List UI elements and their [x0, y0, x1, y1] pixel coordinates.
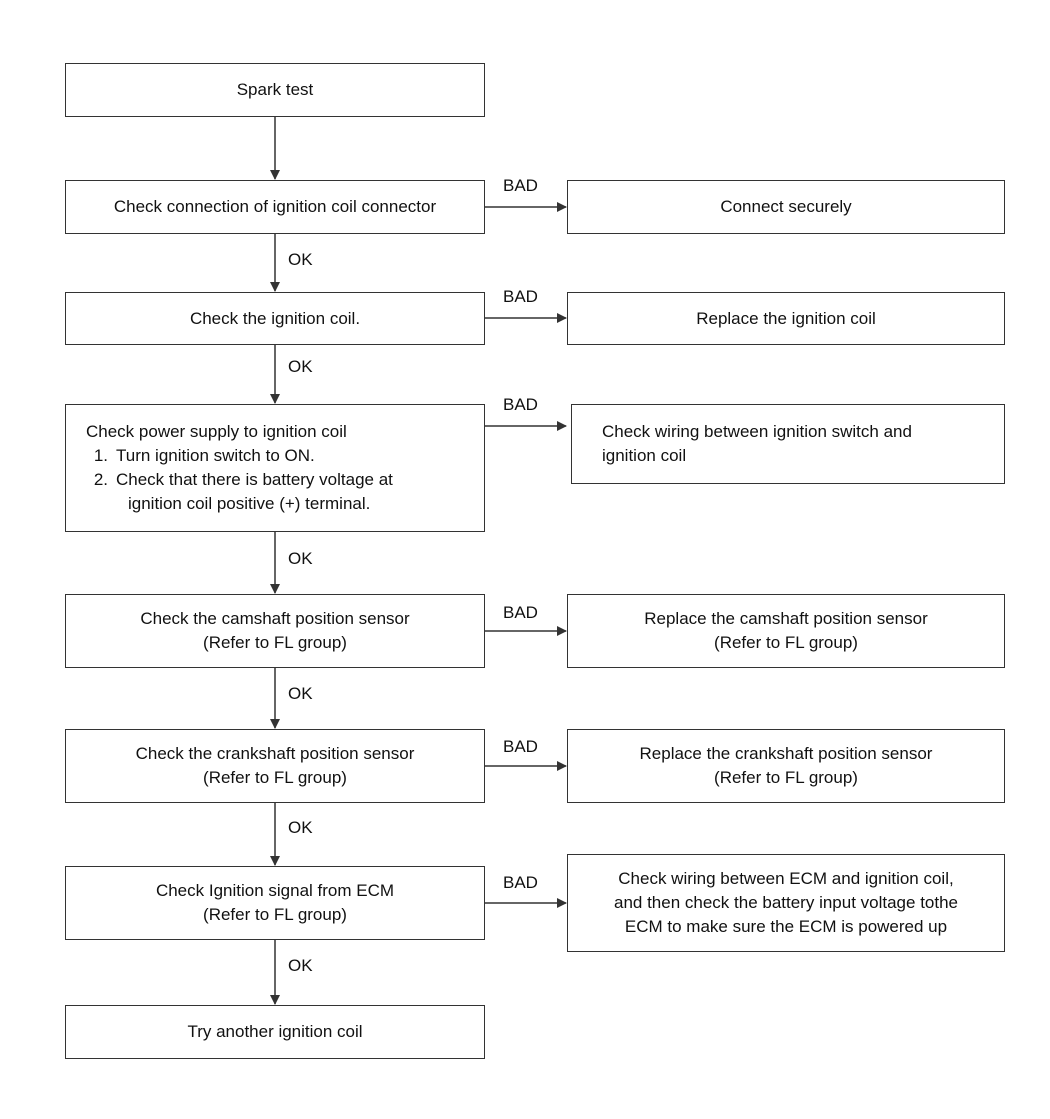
edge-label-bad: BAD [503, 737, 538, 756]
edge-label-bad: BAD [503, 873, 538, 892]
node-replace-camshaft-sensor: Replace the camshaft position sensor (Re… [567, 594, 1005, 668]
node-title: Check power supply to ignition coil [86, 422, 347, 441]
edge-label-bad: BAD [503, 603, 538, 622]
node-label: Try another ignition coil [187, 1022, 363, 1041]
node-label: Check the camshaft position sensor [140, 609, 410, 628]
node-sublabel: (Refer to FL group) [203, 633, 347, 652]
node-label: Check connection of ignition coil connec… [113, 197, 437, 216]
node-check-switch-wiring: Check wiring between ignition switch and… [571, 404, 1005, 484]
node-label: Check Ignition signal from ECM [155, 881, 395, 900]
node-sublabel: (Refer to FL group) [203, 905, 347, 924]
node-label: Check wiring between ECM and ignition co… [618, 869, 954, 888]
edge-label-ok: OK [288, 250, 313, 269]
step-item: 1. Turn ignition switch to ON. [86, 444, 393, 468]
node-replace-crankshaft-sensor: Replace the crankshaft position sensor (… [567, 729, 1005, 803]
step-number: 1. [93, 446, 108, 465]
node-label: Replace the crankshaft position sensor [639, 744, 933, 763]
node-label: Check wiring between ignition switch and [602, 422, 912, 441]
node-check-ecm-wiring: Check wiring between ECM and ignition co… [567, 854, 1005, 952]
step-continuation: ignition coil positive (+) terminal. [128, 494, 371, 513]
node-check-connector: Check connection of ignition coil connec… [65, 180, 485, 234]
edge-label-bad: BAD [503, 176, 538, 195]
node-check-coil: Check the ignition coil. [65, 292, 485, 345]
node-label: Replace the ignition coil [696, 308, 876, 328]
edge-label-bad: BAD [503, 395, 538, 414]
node-label: and then check the battery input voltage… [613, 893, 959, 912]
step-number: 2. [93, 470, 108, 489]
node-label: Check the ignition coil. [189, 308, 361, 328]
edge-label-ok: OK [288, 549, 313, 568]
node-sublabel: (Refer to FL group) [203, 768, 347, 787]
step-list: 1. Turn ignition switch to ON. 2. Check … [86, 444, 393, 492]
node-label: Replace the camshaft position sensor [644, 609, 928, 628]
node-check-crankshaft: Check the crankshaft position sensor (Re… [65, 729, 485, 803]
node-check-ecm-signal: Check Ignition signal from ECM (Refer to… [65, 866, 485, 940]
edge-label-ok: OK [288, 818, 313, 837]
edge-label-ok: OK [288, 956, 313, 975]
node-spark-test: Spark test [65, 63, 485, 117]
node-sublabel: (Refer to FL group) [714, 633, 858, 652]
node-check-camshaft: Check the camshaft position sensor (Refe… [65, 594, 485, 668]
node-replace-coil: Replace the ignition coil [567, 292, 1005, 345]
node-label: ECM to make sure the ECM is powered up [624, 917, 948, 936]
node-label: Check the crankshaft position sensor [135, 744, 415, 763]
node-connect-securely: Connect securely [567, 180, 1005, 234]
edge-label-ok: OK [288, 357, 313, 376]
step-text: Check that there is battery voltage at [116, 470, 393, 489]
node-sublabel: (Refer to FL group) [714, 768, 858, 787]
node-try-another-coil: Try another ignition coil [65, 1005, 485, 1059]
edge-label-bad: BAD [503, 287, 538, 306]
node-label: Connect securely [720, 197, 852, 216]
step-text: Turn ignition switch to ON. [116, 446, 315, 465]
edge-label-ok: OK [288, 684, 313, 703]
node-label: Spark test [236, 80, 314, 99]
node-label: ignition coil [602, 446, 687, 465]
step-item: 2. Check that there is battery voltage a… [86, 468, 393, 492]
node-check-power-supply: Check power supply to ignition coil 1. T… [65, 404, 485, 532]
